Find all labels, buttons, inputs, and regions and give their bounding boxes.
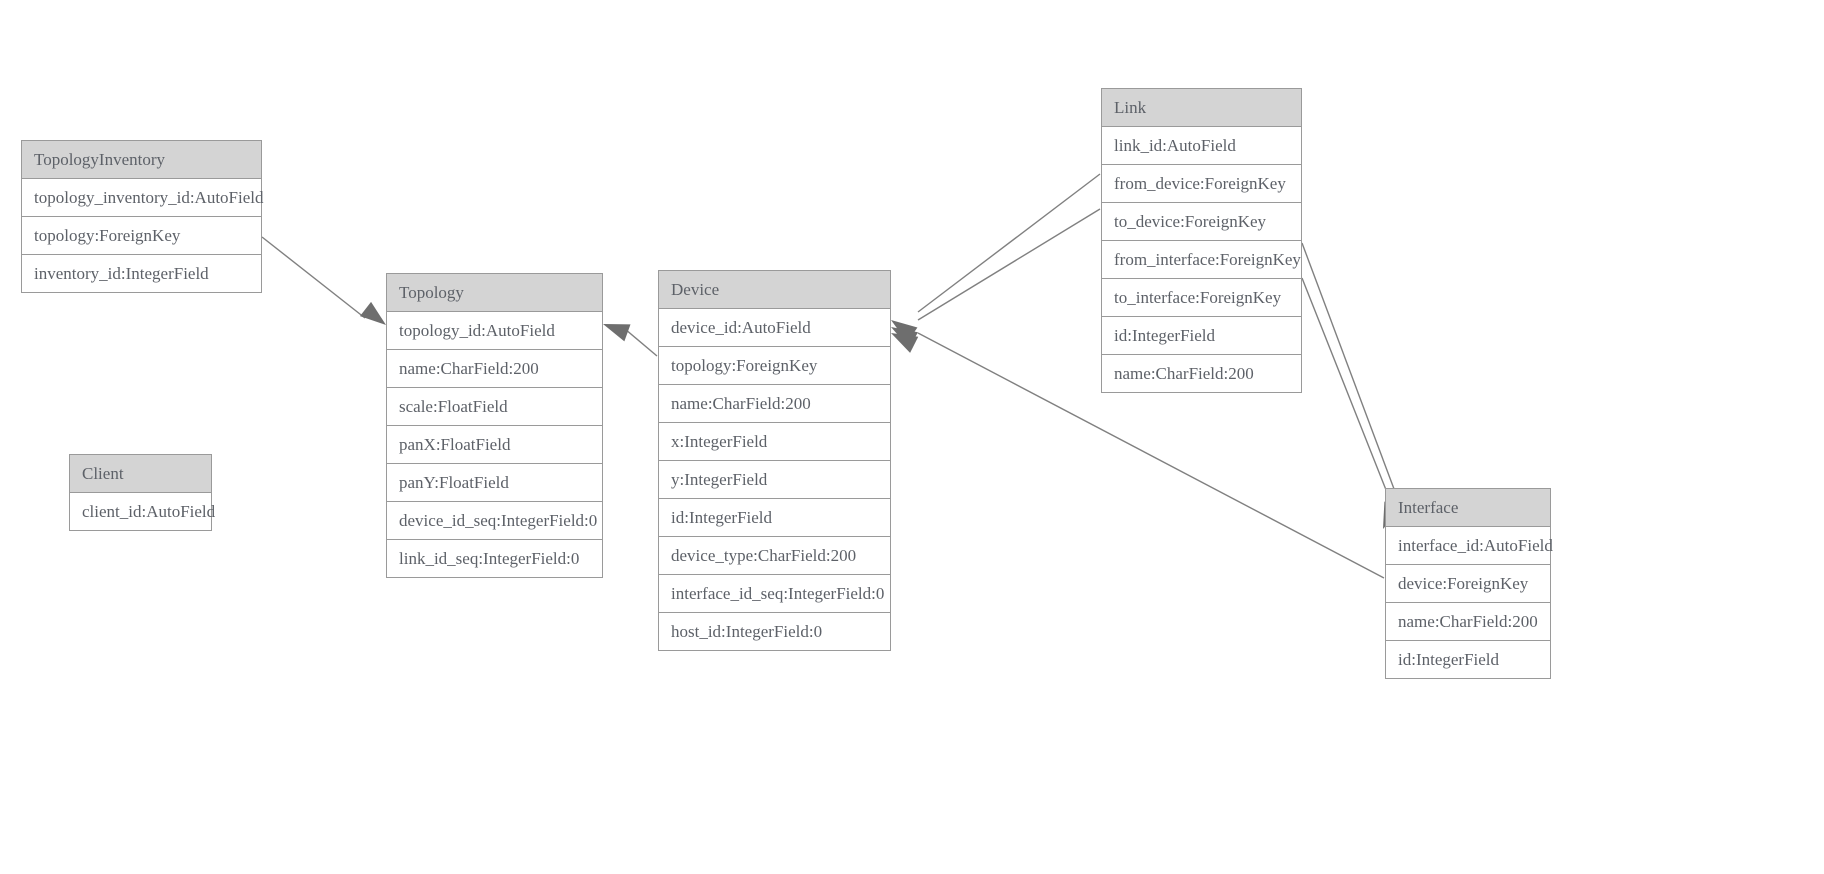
entity-field: id:IntegerField [1102,317,1301,355]
relationship-arrowhead-device-to-topology [603,324,631,342]
entity-field: to_interface:ForeignKey [1102,279,1301,317]
entity-field: topology_id:AutoField [387,312,602,350]
entity-title-topology_inventory: TopologyInventory [22,141,261,179]
relationship-line-link-to-device-to-device [917,208,1101,321]
relationship-line-topologyinventory-to-topology [261,236,366,319]
entity-field: client_id:AutoField [70,493,215,530]
relationship-arrowhead-interface-device-to-device [891,333,919,353]
entity-field: name:CharField:200 [387,350,602,388]
entity-field: x:IntegerField [659,423,890,461]
entity-field: topology:ForeignKey [659,347,890,385]
entity-field: y:IntegerField [659,461,890,499]
entity-field: device_type:CharField:200 [659,537,890,575]
entity-title-client: Client [70,455,211,493]
entity-field: id:IntegerField [1386,641,1550,678]
entity-field: id:IntegerField [659,499,890,537]
entity-field: device_id_seq:IntegerField:0 [387,502,602,540]
entity-field: interface_id_seq:IntegerField:0 [659,575,890,613]
entity-field: inventory_id:IntegerField [22,255,261,292]
entity-field: interface_id:AutoField [1386,527,1553,565]
entity-field: device_id:AutoField [659,309,890,347]
entity-field: host_id:IntegerField:0 [659,613,890,650]
entity-field: scale:FloatField [387,388,602,426]
entity-field: from_device:ForeignKey [1102,165,1301,203]
entity-field: panX:FloatField [387,426,602,464]
relationship-line-link-from-interface-to-interface [1301,242,1401,506]
entity-title-topology: Topology [387,274,602,312]
entity-field: link_id_seq:IntegerField:0 [387,540,602,577]
entity-field: name:CharField:200 [1386,603,1550,641]
entity-title-link: Link [1102,89,1301,127]
entity-field: device:ForeignKey [1386,565,1550,603]
entity-field: name:CharField:200 [659,385,890,423]
entity-title-device: Device [659,271,890,309]
entity-field: topology:ForeignKey [22,217,261,255]
entity-field: topology_inventory_id:AutoField [22,179,264,217]
relationship-arrowhead-link-to-device-to-device [891,327,919,348]
entity-field: from_interface:ForeignKey [1102,241,1301,279]
entity-title-interface: Interface [1386,489,1550,527]
relationship-line-device-to-topology [624,328,658,357]
entity-field: to_device:ForeignKey [1102,203,1301,241]
entity-field: name:CharField:200 [1102,355,1301,392]
entity-field: panY:FloatField [387,464,602,502]
entity-field: link_id:AutoField [1102,127,1301,165]
relationship-line-link-to-interface-to-interface [1301,277,1393,506]
relationship-line-link-from-device-to-device [917,173,1101,313]
